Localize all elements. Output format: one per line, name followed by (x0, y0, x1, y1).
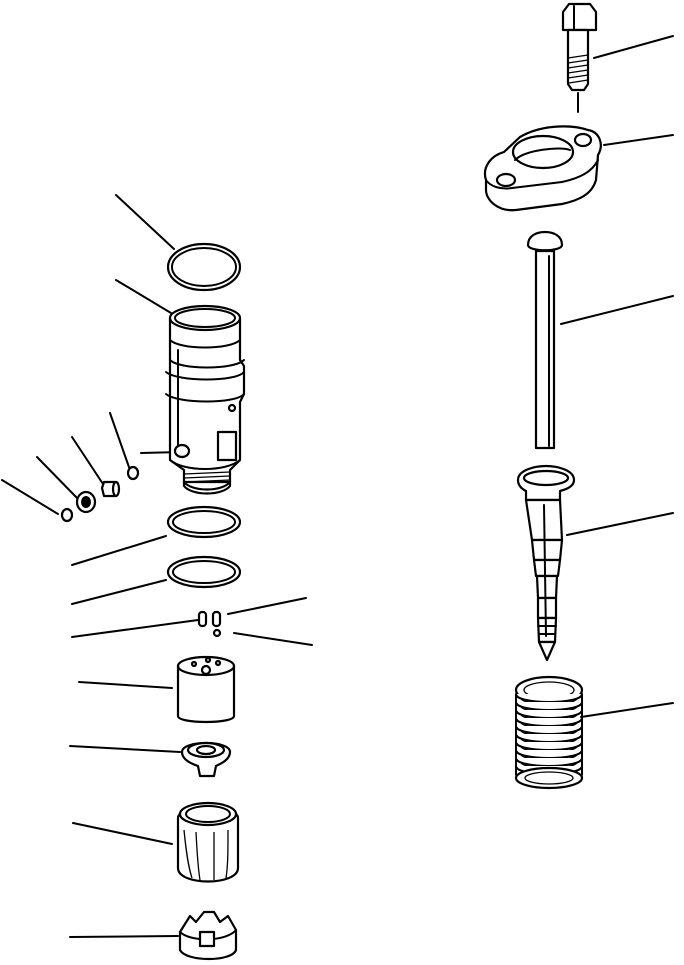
o-ring-middle (166, 505, 242, 539)
leader-spring (580, 702, 674, 718)
retainer (178, 910, 238, 960)
leader-side-spacer (71, 436, 106, 488)
leader-side-o-ring (109, 412, 131, 471)
clamp-bolt-hole-left (495, 172, 517, 188)
dowel-pin-left (197, 610, 208, 628)
leader-clamp (603, 134, 674, 146)
plunger (516, 464, 576, 662)
leader-dowel-right (227, 597, 307, 615)
small-o-ring (60, 507, 74, 523)
leader-bolt (593, 35, 674, 59)
leader-o-ring-upper (115, 194, 175, 250)
spring-coil (514, 701, 584, 712)
side-o-ring (126, 465, 140, 481)
injector-side-port (173, 443, 191, 459)
spring-coil (514, 757, 584, 768)
side-plug (75, 490, 97, 514)
leader-lines (1, 35, 674, 938)
check-valve-body (176, 655, 236, 724)
bolt-head (561, 2, 598, 32)
leader-check-valve (78, 681, 173, 689)
push-rod (526, 230, 564, 450)
spring-coil (514, 709, 584, 720)
o-ring-upper (166, 242, 242, 292)
ball (212, 628, 222, 638)
injector-thread (183, 471, 231, 483)
spring-coil (514, 717, 584, 728)
injector-body-top (168, 304, 242, 332)
leader-valve-seat (69, 745, 181, 753)
bolt (561, 2, 598, 113)
push-rod-stem (534, 249, 556, 450)
leader-small-o-ring (1, 479, 59, 515)
spring-coil (514, 733, 584, 744)
spring-coil (514, 749, 584, 760)
plunger-tip (537, 640, 557, 662)
side-spacer (100, 480, 121, 498)
spring-coil (514, 693, 584, 704)
clamp-flange-bore (511, 134, 575, 170)
injector-body (165, 304, 246, 495)
leader-push-rod (560, 295, 674, 325)
push-rod-head (526, 230, 564, 252)
leader-nozzle-cup (72, 822, 173, 845)
leader-o-ring-lower (71, 579, 167, 605)
leader-dowel-left (71, 619, 199, 638)
leader-retainer (69, 935, 179, 938)
spring-coil (514, 741, 584, 752)
valve-seat (180, 741, 232, 778)
spring-coil (514, 725, 584, 736)
bolt-thread (567, 54, 589, 84)
leader-ball (233, 632, 313, 646)
leader-injector-body (115, 279, 172, 314)
nozzle-cup (176, 801, 240, 883)
clamp-bolt-hole-right (573, 132, 593, 148)
dowel-pins (197, 610, 222, 628)
leader-o-ring-middle (71, 535, 167, 566)
bolt-shank (566, 28, 590, 92)
plunger-spring (514, 675, 584, 790)
leader-side-plug (36, 456, 80, 501)
spring-coils (514, 693, 584, 785)
o-ring-lower (166, 555, 242, 589)
leader-plunger (566, 512, 674, 536)
clamp-flange (483, 125, 602, 212)
injector-window (216, 430, 238, 462)
dowel-pin-right (211, 610, 222, 628)
